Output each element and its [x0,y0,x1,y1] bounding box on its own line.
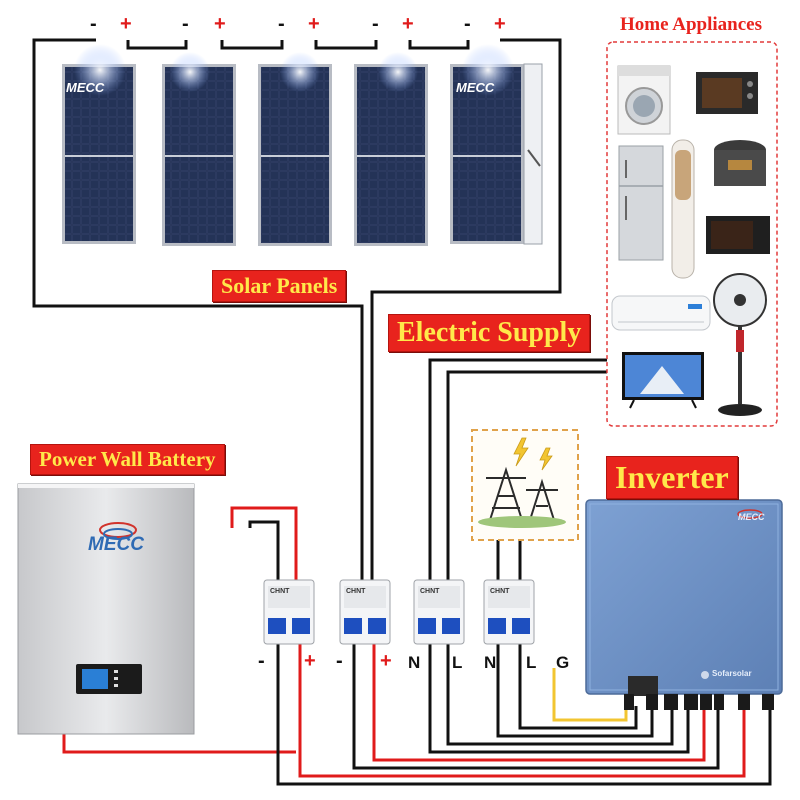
breaker-group-grid [483,579,535,645]
panel-positive-marker: + [494,13,506,35]
appliance-supply-wires [428,358,610,582]
solar-panel-array [62,44,543,246]
power-wall-battery [17,483,195,735]
breaker-brand: CHNT [490,588,510,595]
terminal-solar-positive: + [380,650,392,672]
battery-status-leds [114,670,118,687]
rice-cooker-icon [714,140,766,186]
battery-logo: MECC [88,534,144,555]
television-icon [622,352,704,409]
breaker-brand: CHNT [270,588,290,595]
terminal-load-neutral: N [408,653,421,672]
microwave-icon [706,216,770,254]
breaker-group-solar [339,579,391,645]
inverter-label: Inverter [606,456,738,499]
solar-panel [62,44,136,244]
electric-supply-label: Electric Supply [388,314,591,352]
oven-icon [696,72,758,114]
breaker-group-battery [263,579,315,645]
breaker-brand: CHNT [346,588,366,595]
inverter-sofar-logo-icon [701,671,709,679]
solar-panel [354,52,428,246]
inverter-maker-logo: Sofarsolar [712,669,752,678]
solar-string-wires [32,38,562,582]
wall-air-conditioner-icon [611,295,711,331]
breaker-group-load [413,579,465,645]
air-conditioner-tower-icon [671,139,695,279]
power-tower-icon [486,466,558,521]
terminal-ground: G [556,653,570,672]
utility-grid [471,429,579,541]
solar-panel [258,52,332,246]
panel-negative-marker: - [278,13,285,35]
terminal-battery-positive: + [304,650,316,672]
washing-machine-icon [617,65,671,135]
panel-negative-marker: - [372,13,379,35]
solar-panel [162,52,236,246]
home-appliances-panel [606,41,778,427]
inverter-unit [585,499,783,710]
inverter-connectors [624,694,774,710]
panel-positive-marker: + [402,13,414,35]
terminal-grid-neutral: N [484,653,497,672]
inverter-logo: MECC [738,512,765,522]
inverter-logo-icon [737,509,763,519]
panel-positive-marker: + [308,13,320,35]
grid-wires [496,540,522,582]
panel-positive-marker: + [214,13,226,35]
standing-fan-icon [713,273,767,416]
panel-negative-marker: - [464,13,471,35]
terminal-solar-negative: - [336,650,343,672]
breaker-brand: CHNT [420,588,440,595]
solar-panels-label: Solar Panels [212,270,347,302]
terminal-load-line: L [452,653,463,672]
home-appliances-label: Home Appliances [620,14,762,35]
mecc-logo-icon [99,522,137,540]
terminal-grid-line: L [526,653,537,672]
panel-logo: MECC [66,80,105,95]
battery-wires [62,506,298,754]
panel-logo: MECC [456,80,495,95]
solar-panel [450,44,543,245]
inverter-feed-wires [276,640,772,786]
refrigerator-icon [618,145,664,261]
panel-negative-marker: - [90,13,97,35]
power-wall-battery-label: Power Wall Battery [30,444,225,475]
panel-positive-marker: + [120,13,132,35]
panel-negative-marker: - [182,13,189,35]
terminal-battery-negative: - [258,650,265,672]
lightning-icon [513,437,553,471]
